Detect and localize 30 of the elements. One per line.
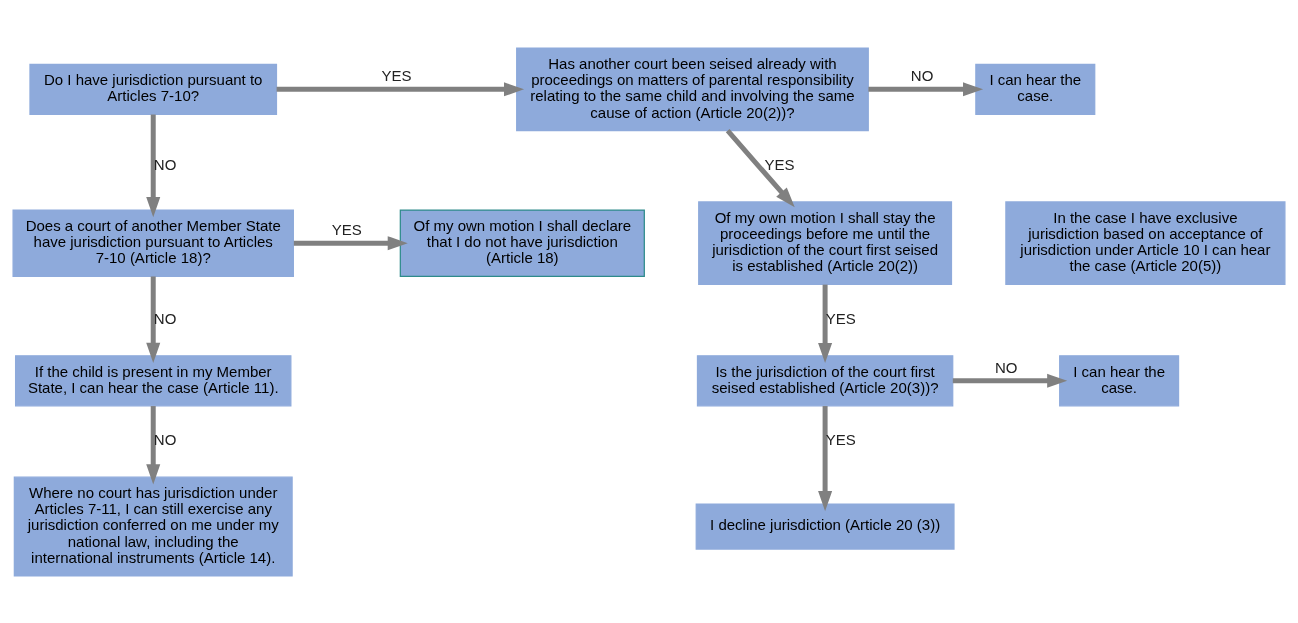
- node-box: If the child is present in my Member State, I can hear the case (Article 11).: [14, 354, 292, 406]
- node-box: Does a court of another Member State have jurisdiction pursuant to Articles 7-10 (Article 18)?: [12, 208, 294, 277]
- node-box: Is the jurisdiction of the court first seised established (Article 20(3))?: [696, 354, 954, 406]
- arrow: [146, 405, 161, 484]
- arrow: [146, 114, 161, 217]
- edge-label: NO: [994, 358, 1018, 376]
- node-box: Has another court been seised already with proceedings on matters of parental responsibility relating to the same child and involving the same cause of action (Article 20(2))?: [516, 46, 869, 131]
- arrow: [725, 128, 795, 207]
- edge-label: NO: [153, 309, 177, 327]
- arrow: [146, 275, 161, 363]
- edge-label: NO: [153, 430, 177, 448]
- arrow: [952, 373, 1068, 388]
- edge-label: YES: [381, 66, 412, 84]
- node-box: I can hear the case.: [975, 63, 1096, 115]
- node-box: Of my own motion I shall declare that I do not have jurisdiction (Article 18): [399, 208, 645, 277]
- edge-label: YES: [331, 220, 362, 238]
- node-box: In the case I have exclusive jurisdiction based on acceptance of jurisdiction under Article 10 I can hear the case (Article 20(5)): [1005, 200, 1286, 285]
- node-box: I can hear the case.: [1059, 354, 1180, 406]
- arrow: [818, 405, 833, 511]
- arrow: [868, 81, 984, 96]
- node-box: Where no court has jurisdiction under Articles 7-11, I can still exercise any jurisdiction conferred on me under my national law, including the international instruments (Article 14).: [13, 476, 293, 577]
- node-box: Do I have jurisdiction pursuant to Articles 7-10?: [29, 63, 278, 115]
- node-box: I decline jurisdiction (Article 20 (3)): [695, 502, 955, 550]
- arrow: [293, 235, 408, 250]
- edge-label: YES: [764, 155, 795, 173]
- edge-label: NO: [153, 155, 177, 173]
- edge-label: NO: [910, 66, 934, 84]
- node-box: Of my own motion I shall stay the proceedings before me until the jurisdiction of the court first seised is established (Article 20(2)): [698, 200, 953, 285]
- arrow: [818, 284, 833, 363]
- arrow: [276, 81, 525, 96]
